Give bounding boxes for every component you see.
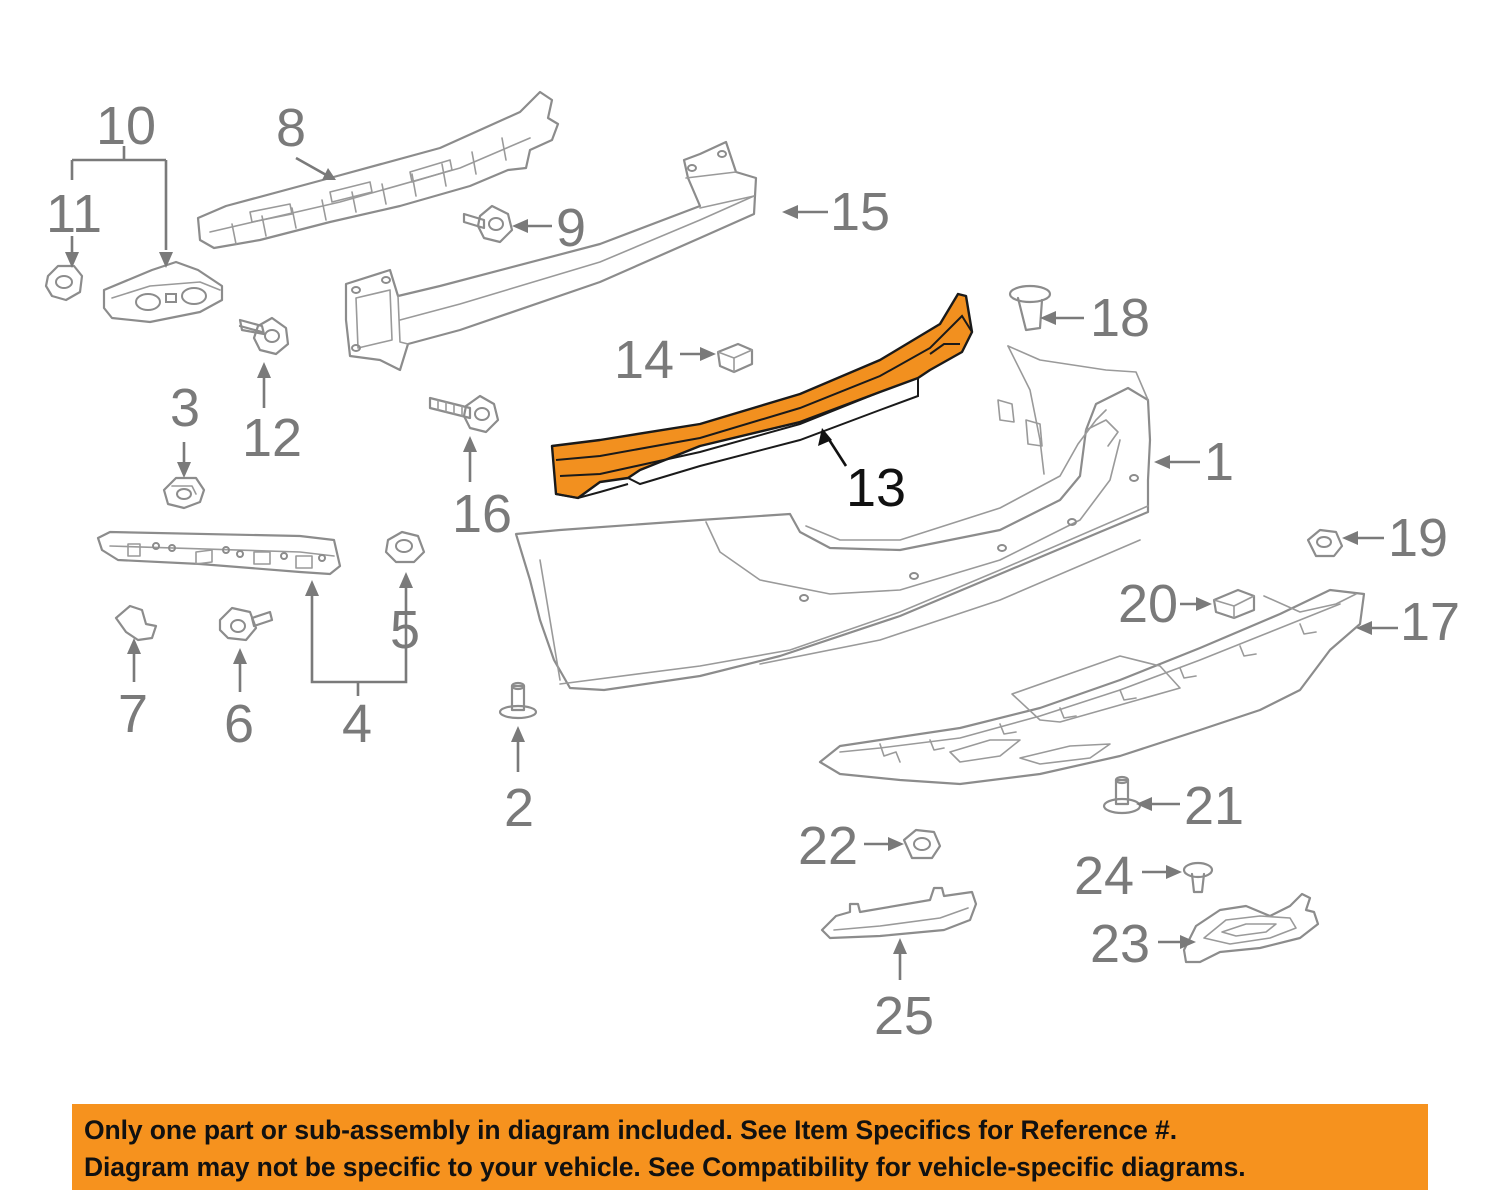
part-4-bar — [96, 530, 342, 576]
callout-7: 7 — [118, 684, 148, 744]
callout-4: 4 — [342, 694, 372, 754]
callout-6: 6 — [224, 694, 254, 754]
part-20-clip — [1212, 588, 1256, 620]
part-8-absorber — [196, 90, 560, 250]
callout-11: 11 — [46, 184, 102, 244]
callout-23: 23 — [1090, 914, 1150, 974]
disclaimer-line-1: Only one part or sub-assembly in diagram… — [84, 1115, 1177, 1145]
callout-20: 20 — [1118, 574, 1178, 634]
part-3-nut — [162, 476, 206, 510]
part-10-bracket — [102, 260, 224, 324]
part-1-bumper-cover — [514, 345, 1152, 692]
callout-15: 15 — [830, 182, 890, 242]
callout-19: 19 — [1388, 508, 1448, 568]
part-22-nut — [902, 828, 942, 860]
callout-22: 22 — [798, 816, 858, 876]
arrowhead-13 — [818, 428, 832, 446]
callout-1: 1 — [1204, 432, 1234, 492]
callout-24: 24 — [1074, 846, 1134, 906]
part-13-energy-absorber — [550, 292, 974, 500]
part-9-bolt — [462, 204, 514, 244]
part-7-clip — [114, 604, 158, 642]
part-12-bolt — [238, 316, 290, 356]
part-21-pin — [1102, 775, 1142, 815]
part-6-bolt — [218, 606, 274, 642]
callout-labels: 1 2 3 4 5 6 7 8 9 10 11 12 13 14 15 16 1… — [46, 96, 1460, 1046]
callout-12: 12 — [242, 408, 302, 468]
callout-21: 21 — [1184, 776, 1244, 836]
callout-5: 5 — [390, 600, 420, 660]
part-16-bolt — [428, 394, 500, 434]
disclaimer-banner: Only one part or sub-assembly in diagram… — [72, 1104, 1428, 1190]
part-18-pin — [1008, 284, 1052, 332]
callout-16: 16 — [452, 484, 512, 544]
disclaimer-line-2: Diagram may not be specific to your vehi… — [84, 1152, 1246, 1182]
callout-25: 25 — [874, 986, 934, 1046]
part-17-valance — [818, 588, 1366, 786]
part-2-pin — [498, 681, 538, 720]
callout-18: 18 — [1090, 288, 1150, 348]
callout-13: 13 — [846, 458, 906, 518]
part-24-screw — [1182, 861, 1214, 894]
part-25-cover — [820, 886, 978, 940]
callout-3: 3 — [170, 378, 200, 438]
callout-14: 14 — [614, 330, 674, 390]
arrowheads — [65, 168, 1372, 954]
part-5-nut — [384, 530, 426, 564]
part-23-garnish — [1182, 892, 1320, 964]
part-19-nut — [1306, 528, 1344, 558]
callout-10: 10 — [96, 96, 156, 156]
part-11-nut — [44, 264, 84, 302]
callout-9: 9 — [556, 198, 586, 258]
callout-2: 2 — [504, 778, 534, 838]
part-14-clip — [716, 342, 754, 374]
callout-17: 17 — [1400, 592, 1460, 652]
part-15-reinforcement — [344, 140, 758, 372]
callout-8: 8 — [276, 98, 306, 158]
